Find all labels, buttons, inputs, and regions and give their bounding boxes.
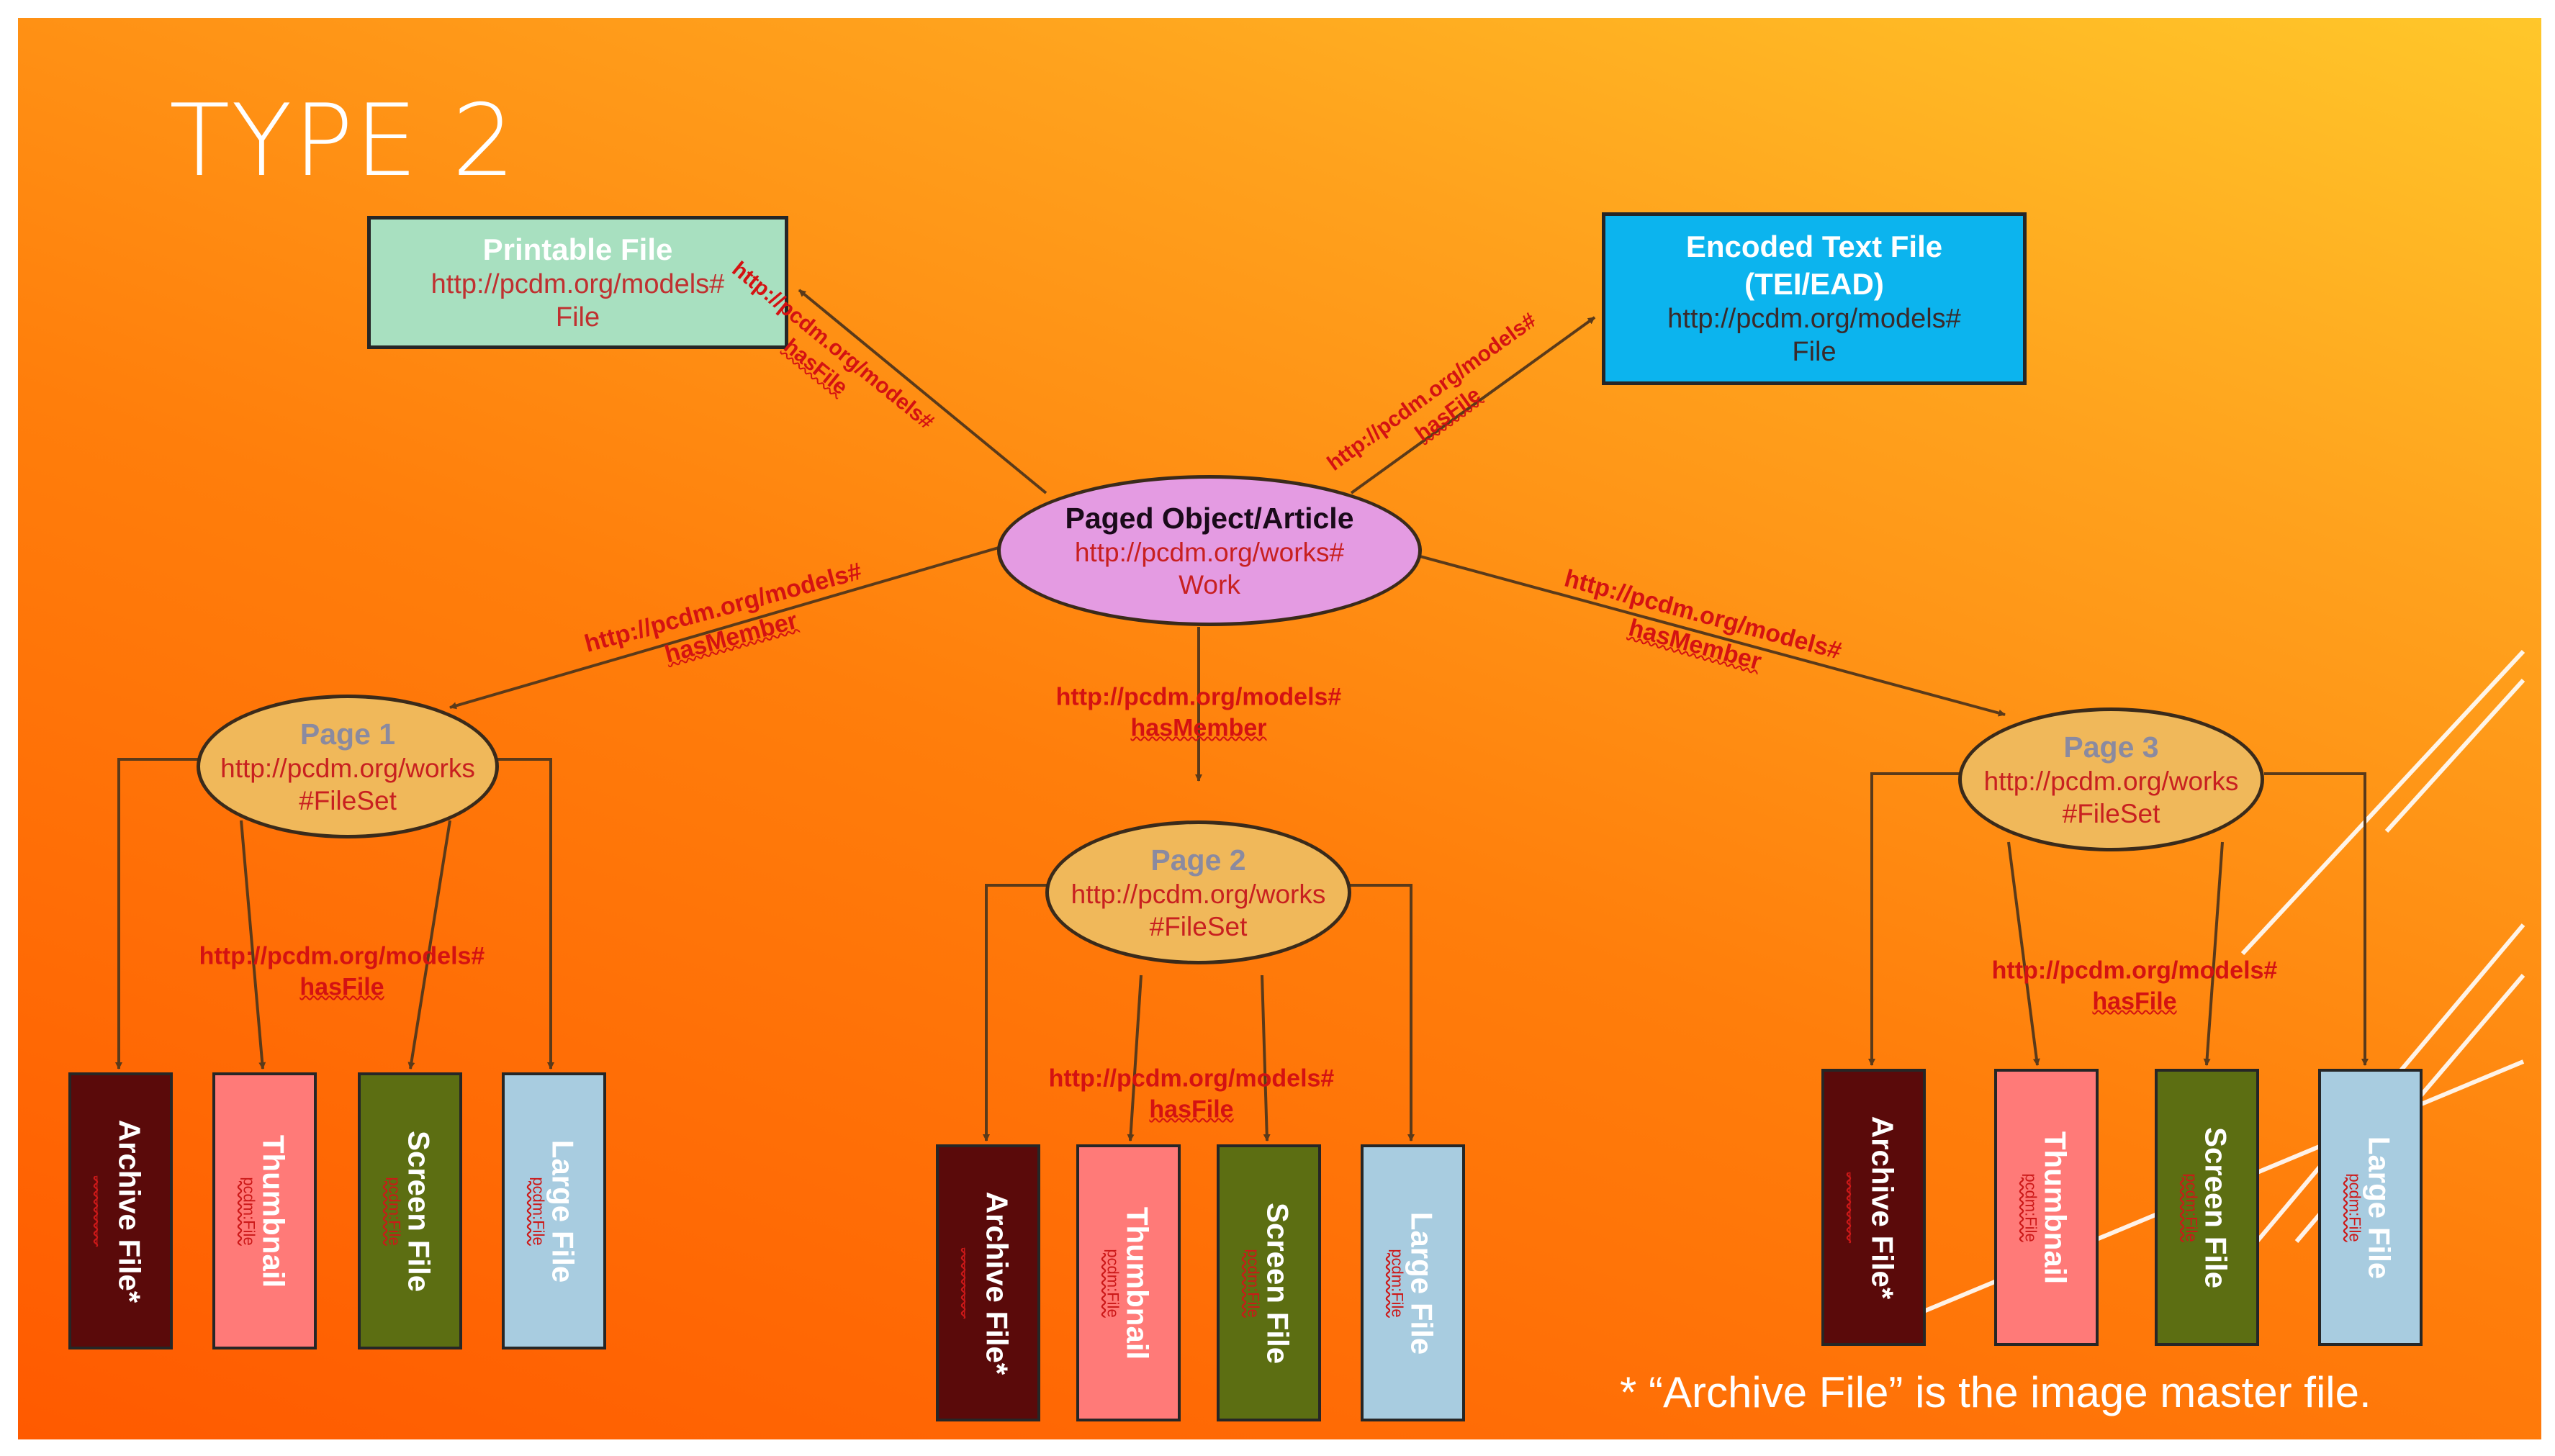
printable-file-title: Printable File: [482, 232, 673, 266]
relation-label-files-page3: http://pcdm.org/models# hasFile: [1992, 956, 2278, 1017]
file-sub: pcdm:File: [385, 1176, 403, 1246]
encoded-text-file-uri: http://pcdm.org/models#: [1667, 303, 1961, 334]
file-sub: pcdm:File: [2022, 1172, 2040, 1242]
relation-files3-uri: http://pcdm.org/models#: [1991, 957, 2278, 985]
arrow-page3-large: [2264, 772, 2369, 1066]
relation-label-page2: http://pcdm.org/models# hasMember: [1056, 682, 1342, 743]
arrow-page1-screen: [407, 820, 451, 1070]
page-2-type: #FileSet: [1149, 912, 1248, 941]
relation-label-files-page2: http://pcdm.org/models# hasFile: [1049, 1064, 1335, 1125]
file-label: Archive File*: [1865, 1116, 1900, 1299]
work-type: Work: [1179, 570, 1240, 600]
file-sub: pcdm:File: [2346, 1172, 2364, 1242]
encoded-text-file-type: File: [1792, 337, 1837, 368]
printable-file-type: File: [555, 302, 600, 333]
file-sub: pcdm:File: [240, 1176, 258, 1246]
arrow-work-encoded: [1350, 316, 1596, 494]
relation-page2-uri: http://pcdm.org/models#: [1055, 683, 1342, 711]
file-label: Archive File*: [112, 1119, 147, 1303]
footnote: * “Archive File” is the image master fil…: [1620, 1368, 2371, 1416]
work-node: Paged Object/Article http://pcdm.org/wor…: [997, 475, 1422, 626]
file-label: Thumbnail: [256, 1134, 291, 1288]
arrow-page1-thumbnail: [240, 820, 266, 1070]
arrow-work-page1: [449, 546, 999, 710]
file-sub: pcdm:File: [1104, 1248, 1122, 1318]
work-title: Paged Object/Article: [1065, 501, 1354, 535]
file-label: Large File: [546, 1139, 580, 1283]
file-label: Screen File: [2199, 1126, 2233, 1288]
page2-archive-file: Archive File*________: [936, 1144, 1040, 1421]
encoded-text-file-node: Encoded Text File (TEI/EAD) http://pcdm.…: [1602, 212, 2027, 385]
page-2-uri: http://pcdm.org/works: [1071, 879, 1326, 909]
relation-files2-uri: http://pcdm.org/models#: [1048, 1064, 1335, 1093]
file-label: Thumbnail: [2038, 1131, 2073, 1284]
file-sub: ________: [963, 1247, 981, 1319]
arrow-page1-large: [495, 758, 554, 1070]
page-2-node: Page 2 http://pcdm.org/works #FileSet: [1045, 820, 1351, 964]
file-sub: pcdm:File: [529, 1176, 547, 1246]
page-1-uri: http://pcdm.org/works: [220, 753, 475, 783]
slide: TYPE 2 Printable File http://pcdm.org/mo…: [18, 18, 2541, 1439]
arrow-page3-screen: [2203, 841, 2224, 1066]
printable-file-node: Printable File http://pcdm.org/models# F…: [367, 216, 788, 349]
printable-file-uri: http://pcdm.org/models#: [431, 268, 725, 299]
file-label: Archive File*: [980, 1191, 1014, 1375]
arrow-work-printable: [798, 289, 1047, 494]
relation-files1-predicate: hasFile: [299, 973, 384, 1000]
file-sub: ________: [1849, 1172, 1867, 1243]
relation-files3-predicate: hasFile: [2092, 987, 2177, 1015]
arrow-page3-archive: [1868, 772, 1960, 1066]
slide-title: TYPE 2: [169, 83, 517, 199]
page-3-title: Page 3: [2063, 730, 2159, 764]
file-label: Large File: [2362, 1136, 2397, 1279]
page-1-type: #FileSet: [299, 786, 397, 815]
file-label: Large File: [1405, 1211, 1439, 1355]
file-sub: pcdm:File: [1244, 1248, 1262, 1318]
file-sub: pcdm:File: [1388, 1248, 1406, 1318]
page-3-type: #FileSet: [2062, 799, 2160, 828]
file-sub: ________: [96, 1175, 114, 1247]
arrow-page3-thumbnail: [2007, 841, 2040, 1066]
relation-page2-predicate: hasMember: [1130, 714, 1267, 741]
relation-files2-predicate: hasFile: [1149, 1095, 1234, 1123]
arrow-page2-screen: [1261, 975, 1271, 1141]
relation-label-files-page1: http://pcdm.org/models# hasFile: [199, 941, 485, 1003]
encoded-text-file-title: Encoded Text File: [1685, 230, 1943, 264]
page3-archive-file: Archive File*________: [1821, 1069, 1926, 1346]
file-label: Thumbnail: [1120, 1206, 1155, 1360]
encoded-text-file-subtitle: (TEI/EAD): [1744, 266, 1884, 301]
arrow-page1-archive: [115, 758, 199, 1070]
arrow-page2-large: [1350, 884, 1415, 1141]
page-3-uri: http://pcdm.org/works: [1983, 766, 2239, 796]
arrow-work-page3: [1398, 549, 2006, 717]
page-2-title: Page 2: [1150, 843, 1246, 877]
arrow-page2-thumbnail: [1127, 975, 1143, 1141]
work-uri: http://pcdm.org/works#: [1074, 537, 1345, 567]
relation-files1-uri: http://pcdm.org/models#: [199, 942, 485, 970]
arrow-page2-archive: [983, 884, 1047, 1141]
page-1-node: Page 1 http://pcdm.org/works #FileSet: [197, 695, 499, 838]
page-3-node: Page 3 http://pcdm.org/works #FileSet: [1958, 707, 2264, 851]
page1-archive-file: Archive File*________: [68, 1072, 173, 1349]
file-sub: pcdm:File: [2182, 1172, 2200, 1242]
file-label: Screen File: [402, 1130, 436, 1292]
file-label: Screen File: [1261, 1202, 1295, 1364]
page-1-title: Page 1: [299, 717, 396, 751]
